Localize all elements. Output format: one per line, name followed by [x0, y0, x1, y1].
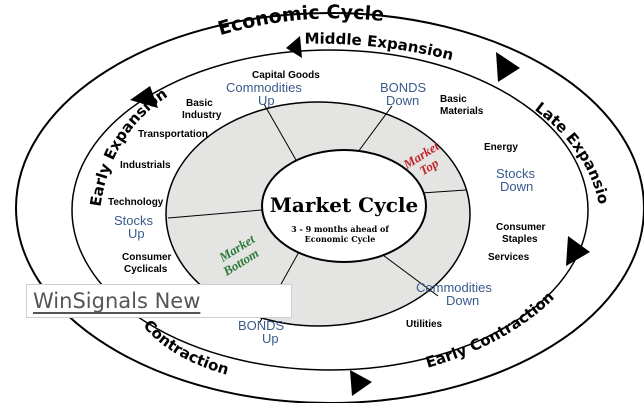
- ring-arrow-bottom: [350, 370, 372, 396]
- sector-industrials: Industrials: [120, 160, 171, 171]
- signal-commodities-up-line2: Up: [258, 93, 275, 108]
- sector-basic-materials-line1: Basic: [440, 94, 467, 105]
- watermark-text: WinSignals New: [33, 289, 201, 313]
- sector-capital-goods: Capital Goods: [252, 70, 320, 81]
- ring-arrow-topleft: [286, 36, 302, 58]
- watermark-box: WinSignals New: [26, 284, 292, 318]
- signal-commodities-up-line1: Commodities: [226, 80, 302, 95]
- signal-stocks-up-line1: Stocks: [114, 213, 154, 228]
- sector-basic-materials-line2: Materials: [440, 106, 484, 117]
- signal-bonds-up-line1: BONDS: [238, 318, 285, 333]
- sector-consumer-staples-line1: Consumer: [496, 222, 546, 233]
- center-subtitle-line1: 3 - 9 months ahead of: [291, 224, 389, 234]
- ring-arrow-left: [130, 86, 158, 108]
- sector-consumer-cyclicals-line2: Cyclicals: [124, 264, 168, 275]
- sector-consumer-staples-line2: Staples: [502, 234, 538, 245]
- signal-commodities-down-line2: Down: [446, 293, 479, 308]
- ring-arrow-top-right: [496, 52, 520, 82]
- signal-bonds-down-line1: BONDS: [380, 80, 427, 95]
- sector-basic-industry-line2: Industry: [182, 110, 222, 121]
- sector-utilities: Utilities: [406, 319, 443, 330]
- sector-transportation: Transportation: [138, 129, 208, 140]
- center-title: Market Cycle: [270, 193, 418, 217]
- signal-bonds-up-line2: Up: [262, 331, 279, 346]
- sector-basic-industry-line1: Basic: [186, 98, 213, 109]
- signal-stocks-down-line1: Stocks: [496, 166, 536, 181]
- sector-services: Services: [488, 252, 530, 263]
- center-circle: [261, 149, 427, 263]
- sector-energy: Energy: [484, 142, 518, 153]
- sector-technology: Technology: [108, 197, 164, 208]
- signal-stocks-up-line2: Up: [128, 226, 145, 241]
- center-subtitle-line2: Economic Cycle: [305, 234, 376, 244]
- ring-arrow-right: [566, 236, 590, 266]
- signal-commodities-down-line1: Commodities: [416, 280, 492, 295]
- signal-stocks-down-line2: Down: [500, 179, 533, 194]
- signal-bonds-down-line2: Down: [386, 93, 419, 108]
- sector-consumer-cyclicals-line1: Consumer: [122, 252, 172, 263]
